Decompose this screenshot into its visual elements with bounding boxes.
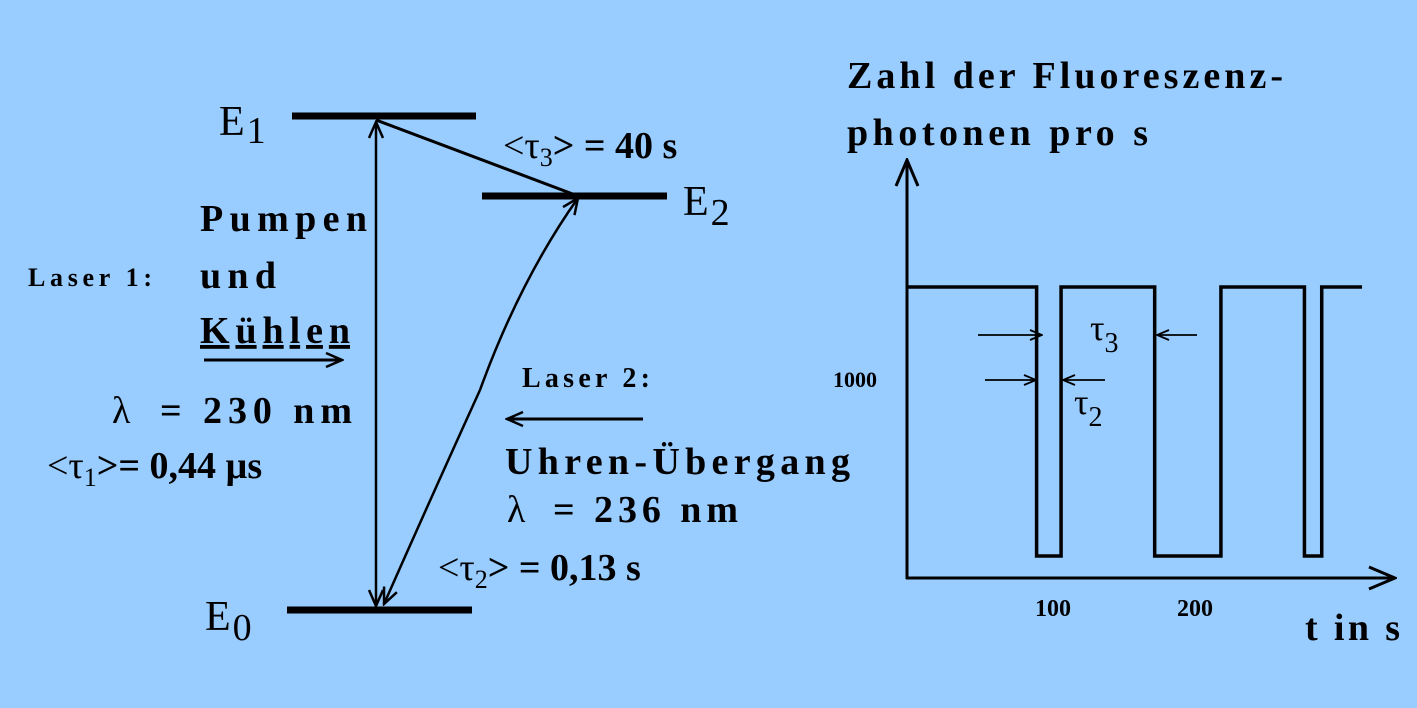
tau3-lifetime: <τ3> = 40 s <box>503 125 677 172</box>
label-e2: E2 <box>683 179 730 234</box>
tau3-annotation: τ3 <box>1090 308 1118 359</box>
label-e0: E0 <box>205 594 252 649</box>
fluorescence-chart: Zahl der Fluoreszenz- photonen pro s 100… <box>833 55 1400 649</box>
laser2-lambda-symbol: λ <box>507 489 526 531</box>
x-tick-label-200: 200 <box>1177 596 1213 622</box>
laser1-und: und <box>200 255 276 297</box>
laser1-tau1: <τ1>= 0,44 µs <box>47 445 262 492</box>
decay-e1-e2-line <box>375 118 579 198</box>
clock-arrow-down <box>384 389 482 604</box>
clock-arrow-up <box>478 198 578 391</box>
laser1-wavelength: = 230 nm <box>160 390 352 432</box>
x-tick-label-100: 100 <box>1035 596 1071 622</box>
chart-title-line2: photonen pro s <box>847 112 1148 154</box>
fluorescence-trace <box>907 285 1363 558</box>
laser1-label: Laser 1: <box>28 263 152 292</box>
tau2-annotation: τ2 <box>1074 382 1102 433</box>
laser2-wavelength: = 236 nm <box>553 489 738 531</box>
chart-title-line1: Zahl der Fluoreszenz- <box>847 55 1283 97</box>
laser1-lambda-symbol: λ <box>112 390 131 432</box>
laser2-transition: Uhren-Übergang <box>505 441 850 483</box>
laser1-pumpen: Pumpen <box>200 198 367 240</box>
laser1-kuehlen: Kühlen <box>200 310 350 352</box>
x-axis-label: t in s <box>1305 607 1400 649</box>
label-e1: E1 <box>219 99 266 152</box>
tau2-lifetime: <τ2> = 0,13 s <box>438 547 641 594</box>
y-tick-label: 1000 <box>833 367 877 392</box>
laser2-label: Laser 2: <box>522 363 650 394</box>
